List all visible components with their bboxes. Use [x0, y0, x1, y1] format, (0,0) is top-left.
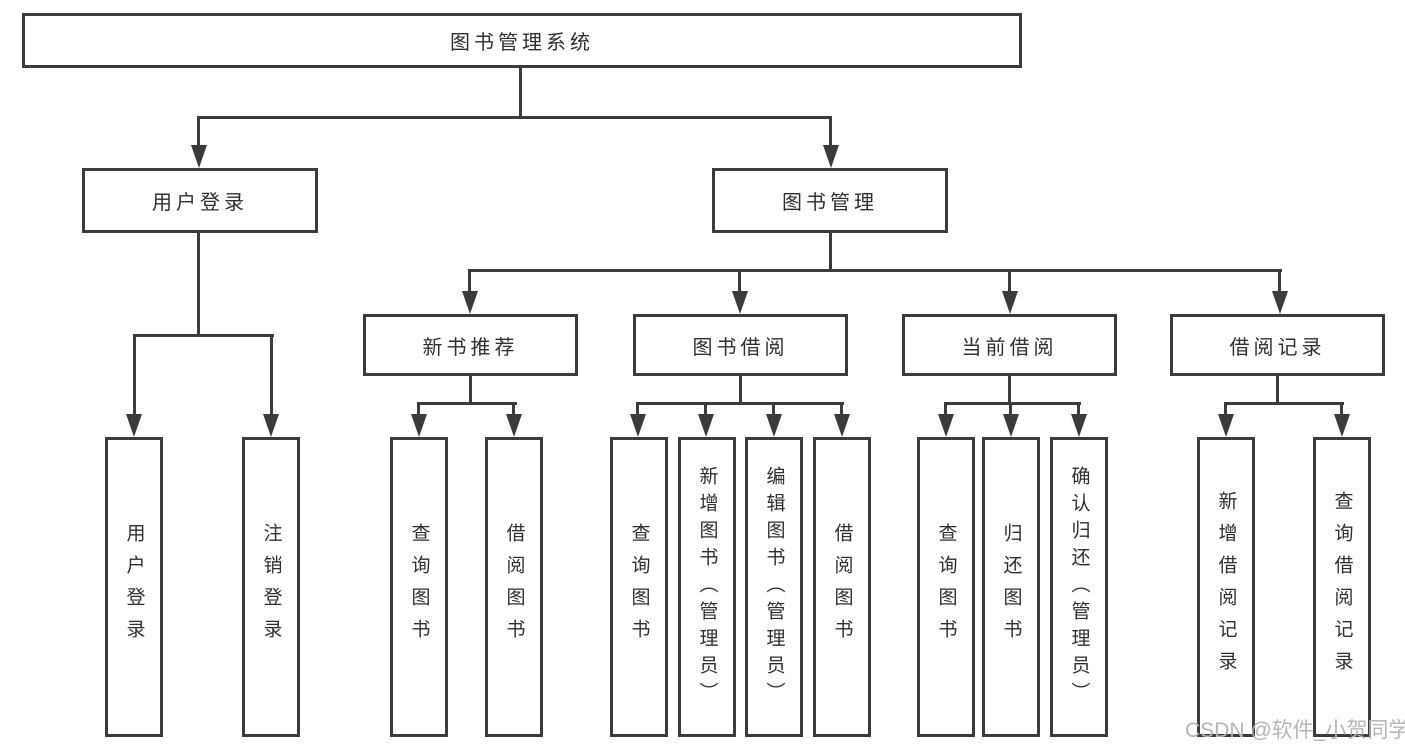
- connector-currentborrow-stem: [1008, 376, 1011, 404]
- connector-bookmgmt-drop-1: [468, 271, 471, 292]
- leaf-confirm-return-admin-label: 确认归还（管理员）: [1068, 465, 1090, 709]
- arrowhead-leaf-query-books-3: [938, 414, 954, 437]
- arrowhead-leaf-query-books-2: [630, 414, 646, 437]
- connector-root-drop-right: [829, 118, 832, 145]
- connector-root-stem: [519, 68, 522, 118]
- arrowhead-leaf-query-borrow-record: [1334, 414, 1350, 437]
- watermark: CSDN @软件_小贺同学: [1185, 719, 1405, 742]
- arrowhead-user-login: [191, 145, 207, 168]
- node-book-management-label: 图书管理: [782, 192, 878, 214]
- leaf-return-books: 归还图书: [982, 437, 1040, 737]
- leaf-add-borrow-record-label: 新增借阅记录: [1215, 491, 1237, 683]
- connector-borrowrecords-rail: [1224, 402, 1344, 405]
- leaf-query-books-3-label: 查询图书: [935, 523, 957, 651]
- arrowhead-leaf-confirm-return: [1071, 414, 1087, 437]
- connector-bookmgmt-drop-2: [738, 271, 741, 292]
- connector-userlogin-drop-left: [133, 336, 136, 414]
- leaf-query-books-2-label: 查询图书: [628, 523, 650, 651]
- node-current-borrow-label: 当前借阅: [961, 336, 1058, 359]
- leaf-borrow-books-1-label: 借阅图书: [503, 523, 525, 651]
- arrowhead-leaf-query-books-1: [411, 414, 427, 437]
- connector-userlogin-stem: [197, 233, 200, 336]
- connector-userlogin-drop-right: [270, 336, 273, 414]
- arrowhead-book-borrow: [732, 291, 748, 314]
- leaf-query-borrow-record: 查询借阅记录: [1313, 437, 1371, 737]
- node-book-management: 图书管理: [712, 168, 948, 233]
- node-user-login-label: 用户登录: [152, 192, 248, 214]
- connector-bookmgmt-drop-4: [1278, 271, 1281, 292]
- arrowhead-leaf-return-books: [1003, 414, 1019, 437]
- connector-newbook-rail: [417, 402, 517, 405]
- arrowhead-leaf-borrow-books-1: [506, 414, 522, 437]
- connector-bookborrow-drop-2: [704, 404, 707, 415]
- leaf-edit-books-admin-label: 编辑图书（管理员）: [763, 465, 785, 709]
- leaf-query-books-1: 查询图书: [390, 437, 448, 737]
- node-user-login: 用户登录: [82, 168, 318, 233]
- connector-newbook-stem: [469, 376, 472, 404]
- connector-borrowrecords-drop-2: [1340, 404, 1343, 415]
- leaf-logout: 注销登录: [242, 437, 300, 737]
- connector-root-drop-left: [197, 118, 200, 145]
- connector-bookmgmt-rail: [468, 269, 1282, 272]
- connector-newbook-drop-1: [417, 404, 420, 415]
- connector-root-rail: [197, 116, 832, 119]
- node-new-book-recommend: 新书推荐: [363, 314, 578, 376]
- connector-userlogin-rail: [133, 334, 274, 337]
- node-new-book-recommend-label: 新书推荐: [422, 336, 519, 359]
- arrowhead-leaf-add-borrow-record: [1218, 414, 1234, 437]
- leaf-add-books-admin: 新增图书（管理员）: [678, 437, 736, 737]
- connector-bookborrow-rail: [636, 402, 844, 405]
- node-current-borrow: 当前借阅: [902, 314, 1117, 376]
- connector-borrowrecords-drop-1: [1224, 404, 1227, 415]
- connector-currentborrow-rail: [944, 402, 1081, 405]
- arrowhead-new-book-recommend: [462, 291, 478, 314]
- node-borrow-records-label: 借阅记录: [1229, 336, 1326, 359]
- connector-currentborrow-drop-2: [1009, 404, 1012, 415]
- arrowhead-current-borrow: [1002, 291, 1018, 314]
- leaf-query-books-1-label: 查询图书: [408, 523, 430, 651]
- leaf-user-login-label: 用户登录: [123, 523, 145, 651]
- leaf-add-borrow-record: 新增借阅记录: [1197, 437, 1255, 737]
- arrowhead-leaf-logout: [263, 414, 279, 437]
- leaf-confirm-return-admin: 确认归还（管理员）: [1050, 437, 1108, 737]
- node-book-borrow-label: 图书借阅: [692, 336, 789, 359]
- arrowhead-book-management: [823, 145, 839, 168]
- arrowhead-leaf-borrow-books-2: [834, 414, 850, 437]
- connector-bookborrow-drop-4: [840, 404, 843, 415]
- connector-bookmgmt-drop-3: [1008, 271, 1011, 292]
- node-borrow-records: 借阅记录: [1170, 314, 1385, 376]
- arrowhead-leaf-user-login: [126, 414, 142, 437]
- arrowhead-leaf-edit-books: [766, 414, 782, 437]
- connector-currentborrow-drop-3: [1077, 404, 1080, 415]
- node-root-label: 图书管理系统: [450, 32, 594, 54]
- connector-bookborrow-drop-1: [636, 404, 639, 415]
- arrowhead-borrow-records: [1272, 291, 1288, 314]
- connector-currentborrow-drop-1: [944, 404, 947, 415]
- node-book-borrow: 图书借阅: [633, 314, 848, 376]
- leaf-query-borrow-record-label: 查询借阅记录: [1331, 491, 1353, 683]
- connector-bookmgmt-stem: [829, 233, 832, 271]
- leaf-return-books-label: 归还图书: [1000, 523, 1022, 651]
- leaf-edit-books-admin: 编辑图书（管理员）: [745, 437, 803, 737]
- connector-bookborrow-stem: [739, 376, 742, 404]
- leaf-query-books-2: 查询图书: [610, 437, 668, 737]
- connector-borrowrecords-stem: [1276, 376, 1279, 404]
- leaf-borrow-books-2-label: 借阅图书: [831, 523, 853, 651]
- leaf-user-login: 用户登录: [105, 437, 163, 737]
- leaf-borrow-books-1: 借阅图书: [485, 437, 543, 737]
- leaf-borrow-books-2: 借阅图书: [813, 437, 871, 737]
- connector-newbook-drop-2: [512, 404, 515, 415]
- leaf-add-books-admin-label: 新增图书（管理员）: [696, 465, 718, 709]
- node-root: 图书管理系统: [22, 13, 1022, 68]
- leaf-logout-label: 注销登录: [260, 523, 282, 651]
- connector-bookborrow-drop-3: [772, 404, 775, 415]
- arrowhead-leaf-add-books: [698, 414, 714, 437]
- leaf-query-books-3: 查询图书: [917, 437, 975, 737]
